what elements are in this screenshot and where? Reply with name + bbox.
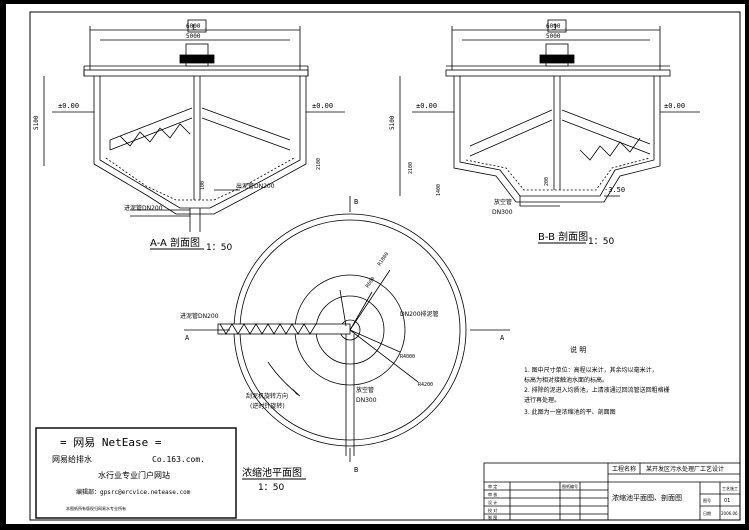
title-cell-6: 图纸编号 — [562, 483, 578, 489]
watermark-editor: 编辑部：gpsrc@ercvice.netease.com — [76, 488, 191, 496]
section-a-h2: 2100 — [316, 158, 322, 170]
watermark-site: 网易给排水 — [52, 454, 92, 464]
plan-rotation-label: 刮泥机旋转方向 — [246, 392, 288, 400]
section-a-drawing — [43, 19, 345, 232]
notes-line-4: 进行再处理。 — [524, 396, 560, 404]
title-project-label: 工程名称 — [612, 465, 636, 473]
section-b-scale: 1：50 — [588, 237, 614, 247]
drawing-border — [29, 11, 741, 521]
section-a-h1: 100 — [200, 181, 206, 190]
title-cell-2: 审 核 — [488, 491, 497, 497]
plan-drawing — [184, 196, 510, 462]
section-a-top-dim: 6000 — [186, 23, 201, 30]
title-cell-1: 审 定 — [488, 483, 497, 489]
plan-mark-b-bottom: B — [354, 466, 358, 474]
notes-line-2: 标高为相对接触池水面的标高。 — [524, 376, 608, 384]
section-b-drain-label: 放空管 — [494, 198, 512, 206]
title-right-4: 日期 — [703, 510, 711, 516]
section-a-title: A-A 剖面图 — [150, 236, 200, 249]
section-b-h3: 200 — [544, 177, 550, 186]
title-block — [483, 462, 741, 521]
section-b-drawing — [399, 19, 700, 207]
section-a-scale: 1：50 — [206, 243, 232, 253]
notes-line-3: 2. 排除的泥进入均质池，上清液通过回流管送回粗格栅 — [524, 386, 670, 394]
notes-heading: 说 明 — [570, 345, 586, 354]
plan-mark-a-left: A — [185, 334, 190, 342]
title-cell-5: 制 图 — [488, 514, 497, 520]
plan-inlet-label: 进泥管DN200 — [180, 312, 219, 320]
section-b-mark: J — [552, 23, 557, 32]
plan-radius-3: R4000 — [400, 354, 415, 360]
section-b-drain-size: DN300 — [492, 209, 513, 216]
plan-radius-4: R4200 — [418, 382, 433, 388]
section-b-top-dim: 6000 — [546, 23, 561, 30]
watermark-brand: = 网易 NetEase = — [60, 436, 162, 449]
title-right-2: 图号 — [703, 497, 711, 503]
watermark-domain: Co.163.com. — [152, 455, 205, 464]
title-cell-3: 设 计 — [488, 499, 497, 505]
plan-drain-label: 放空管 — [356, 386, 374, 394]
title-cell-4: 校 对 — [488, 507, 497, 513]
section-b-ground-left: ±0.00 — [416, 102, 437, 110]
notes-line-1: 1. 图中尺寸单位：高程以米计，其余均以毫米计， — [524, 366, 658, 374]
section-a-mark: L — [192, 23, 197, 32]
plan-radius-2: R600 — [365, 276, 377, 289]
plan-title: 浓缩池平面图 — [242, 466, 302, 479]
plan-rotation-sub: (逆时针旋转) — [250, 402, 285, 410]
section-a-inlet-label: 进泥管DN200 — [124, 204, 163, 212]
title-drawing-name: 浓缩池平面图、剖面图 — [612, 493, 682, 502]
plan-scale: 1：50 — [258, 483, 284, 493]
plan-drain-size: DN300 — [356, 397, 377, 404]
plan-mark-b-top: B — [354, 198, 358, 206]
plan-discharge-label: DN200排泥管 — [400, 310, 439, 318]
section-b-inner-dim: 5000 — [546, 33, 561, 40]
notes-line-5: 3. 此图为一座浓缩池的平、剖面图 — [524, 408, 616, 416]
title-right-3: 01 — [724, 498, 730, 504]
watermark-slogan: 水行业专业门户网站 — [98, 470, 170, 480]
section-b-h1: 2100 — [408, 162, 414, 174]
section-b-bottom-level: -3.50 — [604, 186, 625, 194]
section-a-height-dim: 5100 — [33, 115, 40, 130]
section-a-outlet-label: 出泥管DN200 — [236, 182, 275, 190]
title-project-name: 某开发区污水处理厂工艺设计 — [646, 465, 724, 473]
section-b-h2: 1400 — [436, 184, 442, 196]
section-b-ground-right: ±0.00 — [664, 102, 685, 110]
section-b-title: B-B 剖面图 — [538, 230, 588, 243]
plan-mark-a-right: A — [500, 334, 505, 342]
title-right-5: 2006.06 — [721, 511, 738, 516]
section-a-ground-right: ±0.00 — [312, 102, 333, 110]
title-right-1: 工艺施工 — [722, 485, 738, 491]
watermark-box — [35, 427, 237, 519]
rotation-arrow-icon — [292, 388, 300, 396]
watermark-footer: 本图纸所有版权归网易水专业所有 — [66, 505, 126, 511]
section-b-height-dim: 5100 — [389, 115, 396, 130]
section-a-inner-dim: 5000 — [186, 33, 201, 40]
section-a-ground-left: ±0.00 — [58, 102, 79, 110]
